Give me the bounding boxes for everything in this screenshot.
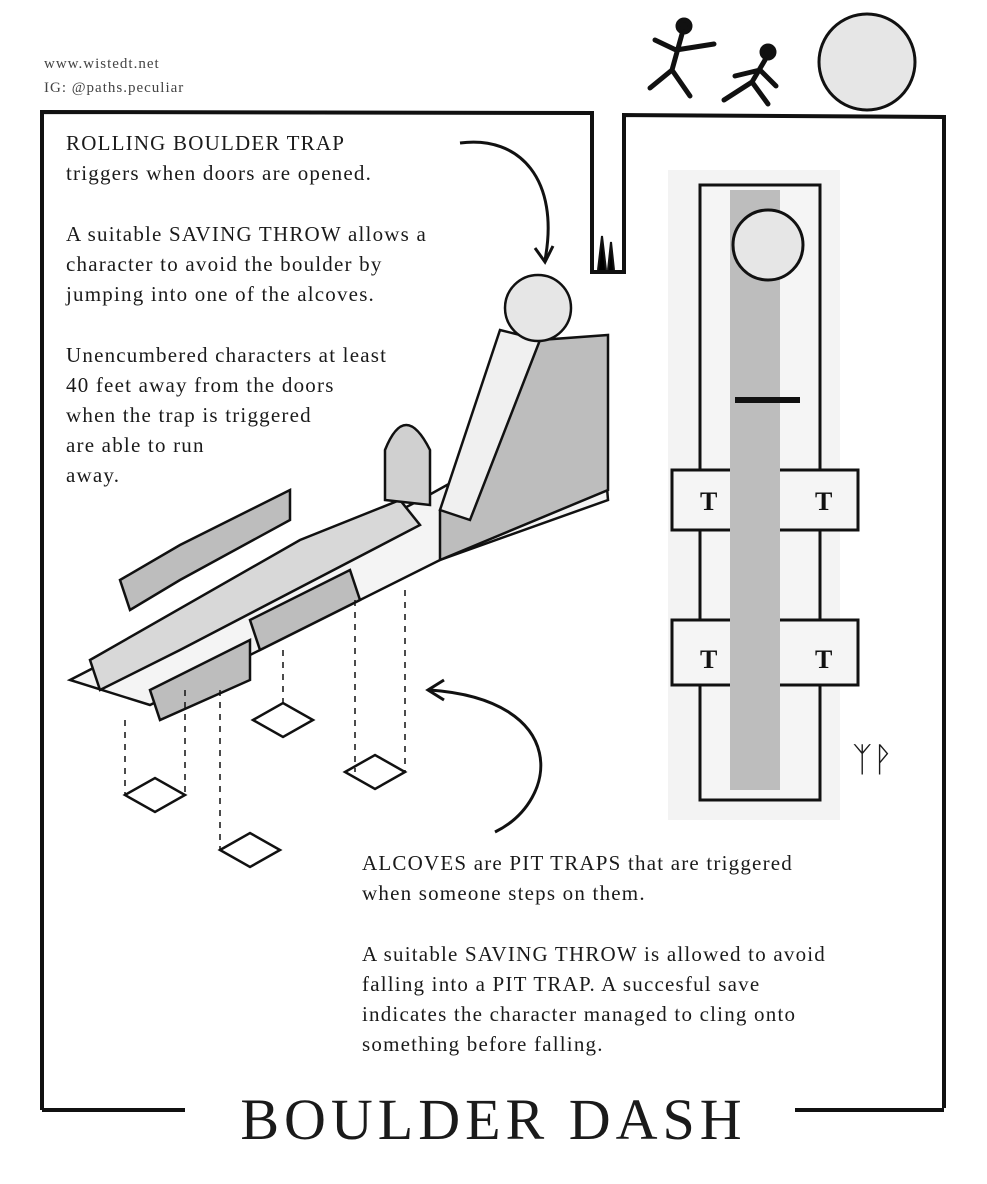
note-heading: ROLLING BOULDER TRAP <box>66 131 346 155</box>
running-figures-icon <box>647 17 779 107</box>
pit-trap-note: ALCOVES are PIT TRAPS that are triggered… <box>362 848 826 1059</box>
spike-pit-icon <box>122 701 408 869</box>
note-line: falling into a PIT TRAP. A succesful sav… <box>362 972 761 996</box>
note-line: A suitable SAVING THROW allows a <box>66 222 427 246</box>
dungeon-map <box>668 170 860 820</box>
arrow-to-alcoves-icon <box>429 688 543 834</box>
trap-marker: T <box>815 487 832 516</box>
note-line: character to avoid the boulder by <box>66 252 383 276</box>
boulder-on-ramp-icon <box>503 273 573 343</box>
map-boulder-icon <box>731 208 805 282</box>
note-line: jumping into one of the alcoves. <box>66 282 376 306</box>
website-credit: www.wistedt.net <box>44 56 160 72</box>
boulder-trap-note: ROLLING BOULDER TRAP triggers when doors… <box>66 128 427 490</box>
note-line: A suitable SAVING THROW is allowed to av… <box>362 942 827 966</box>
trap-marker: T <box>700 487 717 516</box>
note-line: 40 feet away from the doors <box>66 373 335 397</box>
trap-marker: T <box>815 645 832 674</box>
note-line: triggers when doors are opened. <box>66 161 373 185</box>
pit-spikes-icon <box>597 235 615 271</box>
arrow-to-boulder-icon <box>459 140 550 261</box>
note-line: are able to run <box>66 433 205 457</box>
artist-signature: ᛉᚹ <box>852 740 893 780</box>
note-line: indicates the character managed to cling… <box>362 1002 797 1026</box>
instagram-credit: IG: @paths.peculiar <box>44 80 185 96</box>
boulder-icon <box>817 12 917 112</box>
title-text: BOULDER DASH <box>218 1087 769 1152</box>
note-line: something before falling. <box>362 1032 604 1056</box>
page-title: BOULDER DASH <box>0 1086 987 1153</box>
isometric-corridor <box>66 273 610 869</box>
frame-border <box>40 109 946 1112</box>
note-line: Unencumbered characters at least <box>66 343 388 367</box>
note-line: when the trap is triggered <box>66 403 312 427</box>
trap-markers: T T T T <box>700 487 832 674</box>
note-line: away. <box>66 463 121 487</box>
trap-marker: T <box>700 645 717 674</box>
note-line: ALCOVES are PIT TRAPS that are triggered <box>362 851 793 875</box>
note-line: when someone steps on them. <box>362 881 646 905</box>
